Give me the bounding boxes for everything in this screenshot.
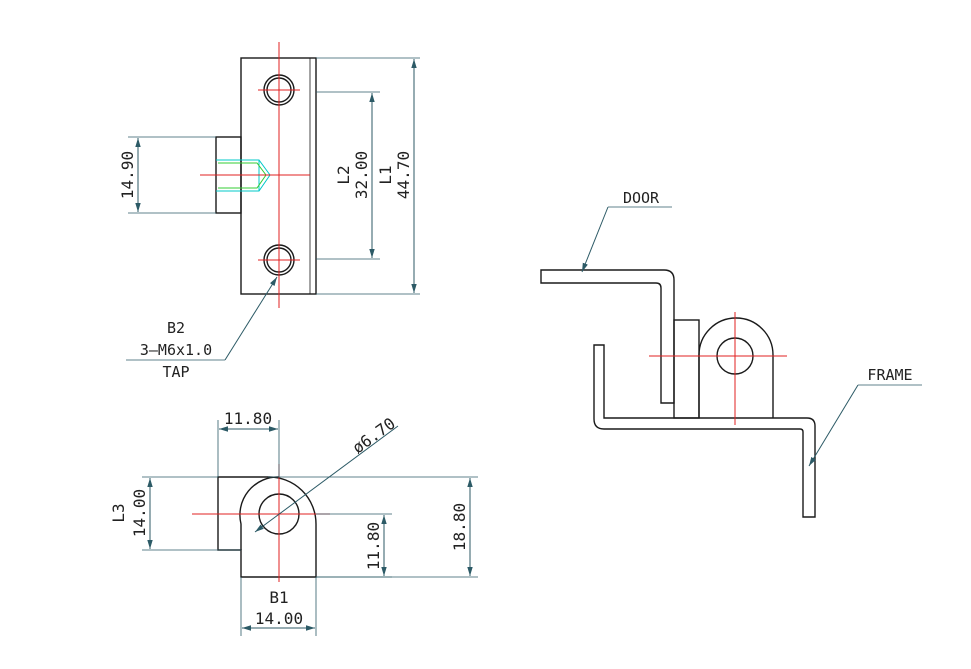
callout-tap: TAP [162,363,189,381]
dim-l1-value: 44.70 [394,151,413,199]
front-view: 11.80 ø6.70 L3 14.00 11.80 18.80 B1 14.0… [109,409,478,636]
callout-thread: 3–M6x1.0 [140,341,212,359]
callout-b2: B2 [167,319,185,337]
dim-total-height: 18.80 [450,503,469,551]
hinge-knuckle [698,317,774,418]
dim-l2-value: 32.00 [352,151,371,199]
door-label: DOOR [623,189,660,207]
dim-b1-value: 14.00 [255,609,303,628]
dim-l1-label: L1 [376,165,395,184]
dim-l3-value: 14.00 [130,489,149,537]
door-leaf [540,269,675,404]
assembly-view: DOOR FRAME [540,189,922,518]
dim-tab-height: 14.90 [118,151,137,199]
dim-b1-label: B1 [269,588,288,607]
hinge-block [673,319,700,419]
frame-label: FRAME [867,366,912,384]
dim-width-top: 11.80 [224,409,272,428]
top-view: 14.90 L2 32.00 L1 44.70 B2 3–M6x1.0 TAP [118,42,420,381]
dim-diameter: ø6.70 [349,414,399,458]
dim-l3-label: L3 [109,503,128,522]
dim-l2-label: L2 [334,165,353,184]
dim-hole-height: 11.80 [364,522,383,570]
front-view-outline [217,476,317,578]
frame-leaf [593,344,816,518]
